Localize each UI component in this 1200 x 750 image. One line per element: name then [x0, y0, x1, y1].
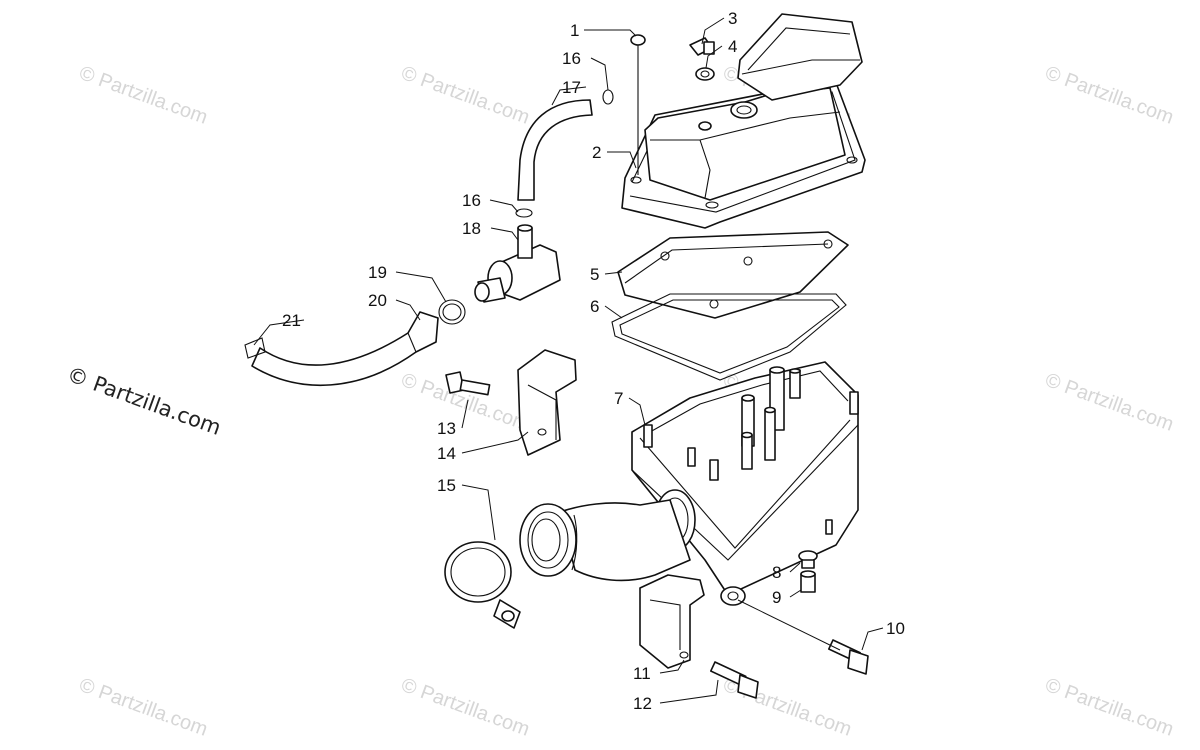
callout-2: 2: [592, 143, 601, 162]
watermark: © Partzilla.com: [1042, 62, 1176, 129]
lower-bracket: [639, 574, 705, 669]
airbox-cover: [621, 13, 866, 229]
watermark: © Partzilla.com: [76, 62, 210, 129]
watermark: © Partzilla.com: [398, 674, 532, 741]
fitting-3: [689, 37, 715, 56]
grommet-8: [798, 550, 818, 569]
callout-15: 15: [437, 476, 456, 495]
watermark: © Partzilla.com: [398, 369, 532, 436]
screw-1: [630, 34, 646, 175]
grommet-4: [695, 67, 715, 81]
watermark: © Partzilla.com: [1042, 674, 1176, 741]
breather-hose: [517, 99, 593, 201]
leader-lines: [253, 17, 884, 704]
callout-8: 8: [772, 563, 781, 582]
bolt-10: [827, 639, 869, 675]
bolt-13: [445, 371, 491, 396]
watermark-layer: © Partzilla.com © Partzilla.com © Partzi…: [76, 62, 1176, 741]
spacer-9: [800, 570, 816, 593]
hose-clip: [438, 299, 466, 325]
callout-4: 4: [728, 37, 737, 56]
watermark: © Partzilla.com: [76, 674, 210, 741]
callout-20: 20: [368, 291, 387, 310]
callout-1: 1: [570, 21, 579, 40]
hose-clip: [515, 208, 533, 218]
airbox-gasket: [611, 293, 847, 381]
hose-clip: [244, 337, 266, 359]
hose-clip: [602, 89, 614, 105]
callout-3: 3: [728, 9, 737, 28]
callout-16: 16: [562, 49, 581, 68]
callout-11: 11: [633, 664, 651, 683]
hose-clamp: [444, 541, 521, 629]
callout-10: 10: [886, 619, 905, 638]
callout-6: 6: [590, 297, 599, 316]
callout-9: 9: [772, 588, 781, 607]
air-filter-element: [617, 231, 849, 319]
breather-valve: [474, 224, 561, 303]
callout-17: 17: [562, 78, 581, 97]
callout-19: 19: [368, 263, 387, 282]
callout-5: 5: [590, 265, 599, 284]
callout-7: 7: [614, 389, 623, 408]
drain-hose: [251, 311, 439, 387]
callout-21: 21: [282, 311, 301, 330]
callout-18: 18: [462, 219, 481, 238]
watermark: © Partzilla.com: [398, 62, 532, 129]
callout-16: 16: [462, 191, 481, 210]
callout-14: 14: [437, 444, 456, 463]
callout-13: 13: [437, 419, 456, 438]
intake-duct-boot: [519, 499, 691, 582]
upper-bracket: [517, 349, 577, 456]
watermark: © Partzilla.com: [1042, 369, 1176, 436]
callout-12: 12: [633, 694, 652, 713]
callout-labels: 1 2 3 4 5 6 7 8 9 10 11 12 13 14 15 16 1…: [282, 9, 905, 713]
bolt-12: [709, 661, 759, 699]
